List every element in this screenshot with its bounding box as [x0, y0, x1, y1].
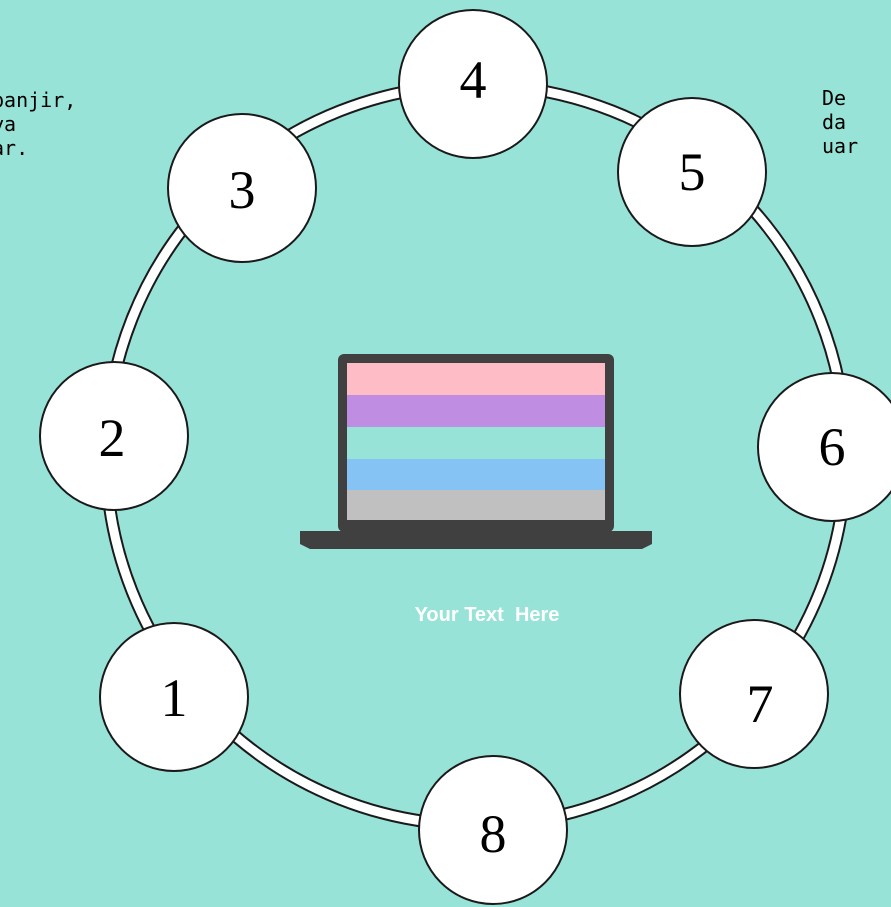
node-number: 5 [679, 142, 706, 202]
laptop-stripe-1 [347, 363, 605, 395]
laptop-stripe-5 [347, 490, 605, 520]
cycle-node-8: 8 [418, 755, 568, 905]
cycle-node-5: 5 [617, 97, 767, 247]
laptop-icon [300, 354, 652, 549]
node-circle [99, 622, 249, 772]
cycle-node-7: 7 [679, 619, 829, 769]
node-circle [418, 755, 568, 905]
cycle-node-2: 2 [39, 361, 189, 511]
node-number: 6 [819, 417, 846, 477]
node-circle [757, 372, 891, 522]
node-circle [617, 97, 767, 247]
node-circle [39, 361, 189, 511]
laptop-stripe-3 [347, 427, 605, 459]
node-circle [167, 113, 317, 263]
cycle-node-1: 1 [99, 622, 249, 772]
node-number: 4 [460, 50, 487, 110]
node-number: 8 [480, 804, 507, 864]
node-number: 3 [229, 160, 256, 220]
left-side-text: banjir, ya ar. [0, 88, 77, 160]
node-number: 7 [747, 674, 774, 734]
node-circle [398, 9, 548, 159]
cycle-node-6: 6 [757, 372, 891, 522]
node-circle [679, 619, 829, 769]
cycle-node-3: 3 [167, 113, 317, 263]
cycle-node-4: 4 [398, 9, 548, 159]
node-number: 2 [99, 408, 126, 468]
center-caption: Your Text Here [415, 604, 560, 626]
node-number: 1 [161, 668, 188, 728]
laptop-base [300, 531, 652, 549]
right-side-text: De da uar [822, 86, 859, 158]
laptop-stripe-2 [347, 395, 605, 427]
laptop-stripe-4 [347, 459, 605, 490]
